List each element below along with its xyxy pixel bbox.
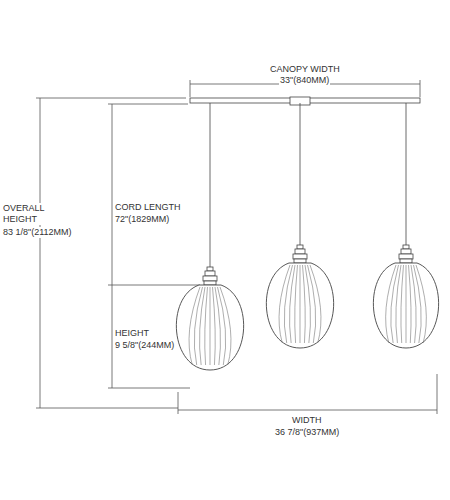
lamp-part [210,287,211,365]
lamp-part [411,265,416,343]
dimension-title: WIDTH [291,415,323,426]
lamp-part [386,265,396,343]
lamp-part [194,287,202,365]
dimension-title: CANOPY WIDTH [269,64,341,75]
lamp-part [205,287,208,365]
lamp-part [290,265,295,343]
dimension-value: 33"(840MM) [279,75,330,86]
dimension-value: 83 1/8"(2112MM) [2,227,73,238]
lamp-part [213,287,216,365]
dimension-title: CORD LENGTH [114,202,182,213]
lamp-part [279,265,290,343]
lamp-part [403,245,409,249]
lamp-part [300,265,301,343]
lamp-part [295,265,298,343]
lamp-part [284,265,292,343]
lamp-part [293,254,307,259]
dimension-title: OVERALL HEIGHT [2,203,48,225]
lamp-part [294,259,306,263]
lamp-part [409,265,412,343]
lamp-part [406,265,407,343]
lamp-part [200,287,205,365]
lamp-part [266,263,333,348]
lamp-part [204,281,216,285]
lamp-part [391,265,399,343]
lamp-part [396,265,401,343]
lamp-part [416,265,426,343]
lamp-part [205,271,215,276]
lamp-part [176,285,243,370]
dimension-value: 36 7/8"(937MM) [274,427,340,438]
lamp-part [400,259,412,263]
lamp-part [401,265,404,343]
dimension-value: 72"(1829MM) [114,214,170,225]
lamp-part [399,254,413,259]
lamp-part [305,265,310,343]
lamp-part [373,263,438,348]
lamp-part [406,103,407,245]
lamp-part [310,265,321,343]
lamp-part [401,249,411,254]
lamp-part [297,245,303,249]
lamp-part [220,287,231,365]
lamp-part [210,103,211,267]
lamp-part [203,276,217,281]
lamp-part [189,287,200,365]
lamp-part [300,103,301,245]
lamp-part [295,249,305,254]
dimension-title: HEIGHT [114,328,150,339]
lamp-part [308,265,316,343]
lamp-part [303,265,306,343]
lamp-part [207,267,213,271]
dimension-value: 9 5/8"(244MM) [114,340,175,351]
lamp-part [218,287,226,365]
lamp-part [215,287,220,365]
